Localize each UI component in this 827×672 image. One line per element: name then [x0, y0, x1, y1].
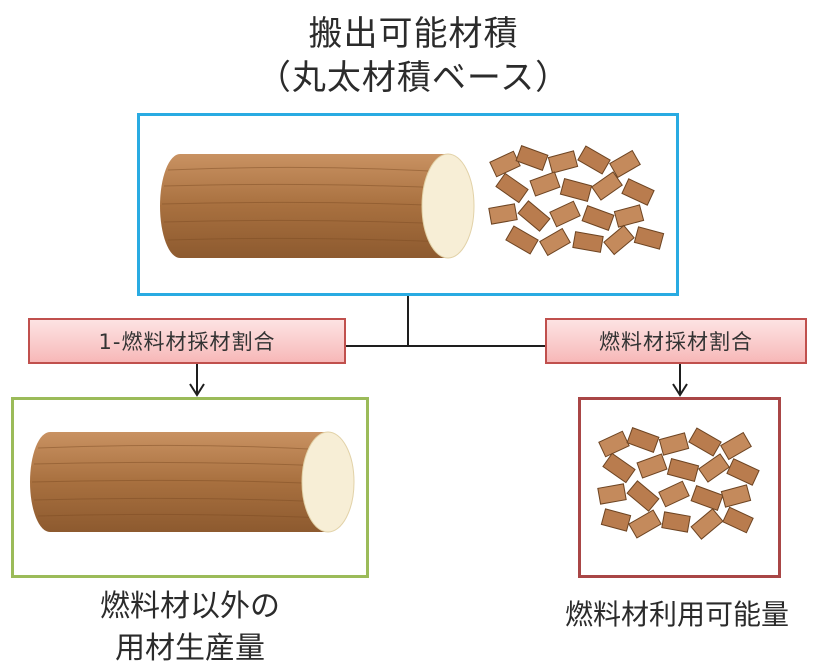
title-line-2: （丸太材積ベース） — [256, 58, 571, 98]
arrow-down-icon — [189, 383, 205, 397]
caption-line-2: 用材生産量 — [115, 631, 265, 666]
title-line-1: 搬出可能材積 — [308, 14, 519, 54]
connector-left-down — [196, 346, 198, 394]
non-fuel-ratio-label: 1-燃料材採材割合 — [28, 318, 346, 364]
caption-line-1: 燃料材利用可能量 — [564, 598, 789, 631]
fuel-wood-box — [578, 397, 781, 578]
wood-chips-image — [488, 145, 665, 257]
arrow-down-icon — [672, 383, 688, 397]
connector-right-down — [679, 346, 681, 394]
total-volume-box — [137, 113, 679, 296]
fuel-wood-caption: 燃料材利用可能量 — [527, 594, 827, 636]
caption-line-1: 燃料材以外の — [100, 589, 280, 624]
connector-horizontal — [196, 345, 680, 347]
connector-vertical-top — [407, 296, 409, 346]
log-image — [160, 153, 475, 259]
non-fuel-ratio-text: 1-燃料材採材割合 — [98, 330, 276, 354]
fuel-ratio-text: 燃料材採材割合 — [599, 330, 753, 354]
log-image — [30, 431, 355, 533]
fuel-ratio-label: 燃料材採材割合 — [545, 318, 807, 364]
timber-production-caption: 燃料材以外の 用材生産量 — [11, 586, 369, 670]
wood-chips-image — [597, 427, 760, 540]
timber-production-box — [11, 397, 369, 578]
